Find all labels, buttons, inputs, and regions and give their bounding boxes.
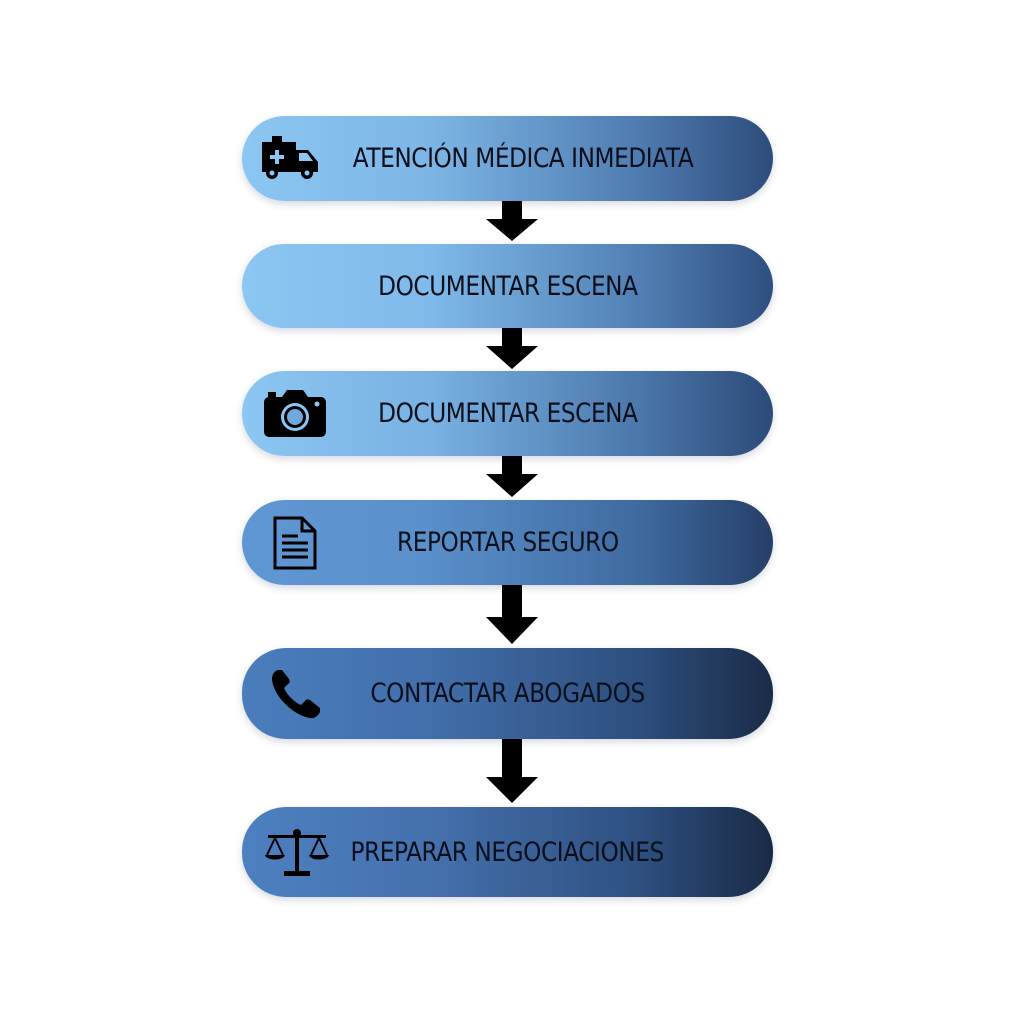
arrow-down-icon [484,201,540,241]
ambulance-icon [258,136,322,180]
arrow-down-icon [484,328,540,369]
arrow-down-icon [484,456,540,497]
step-reportar-seguro: REPORTAR SEGURO [242,500,773,585]
step-atencion-medica: ATENCIÓN MÉDICA INMEDIATA [242,116,773,201]
step-label: PREPARAR NEGOCIACIONES [350,836,665,868]
step-label: REPORTAR SEGURO [396,527,619,558]
step-label: ATENCIÓN MÉDICA INMEDIATA [352,143,693,174]
step-documentar-escena: DOCUMENTAR ESCENA [242,244,773,328]
phone-icon [270,668,322,720]
arrow-down-icon [484,739,540,803]
step-label: DOCUMENTAR ESCENA [377,270,638,302]
camera-icon [264,389,326,437]
document-icon [272,516,318,570]
step-label: DOCUMENTAR ESCENA [377,398,638,429]
step-preparar-negociaciones: PREPARAR NEGOCIACIONES [242,807,773,897]
arrow-down-icon [484,585,540,644]
scales-icon [264,827,330,877]
step-contactar-abogados: CONTACTAR ABOGADOS [242,648,773,739]
step-label: CONTACTAR ABOGADOS [370,678,645,709]
step-documentar-escena-foto: DOCUMENTAR ESCENA [242,371,773,456]
